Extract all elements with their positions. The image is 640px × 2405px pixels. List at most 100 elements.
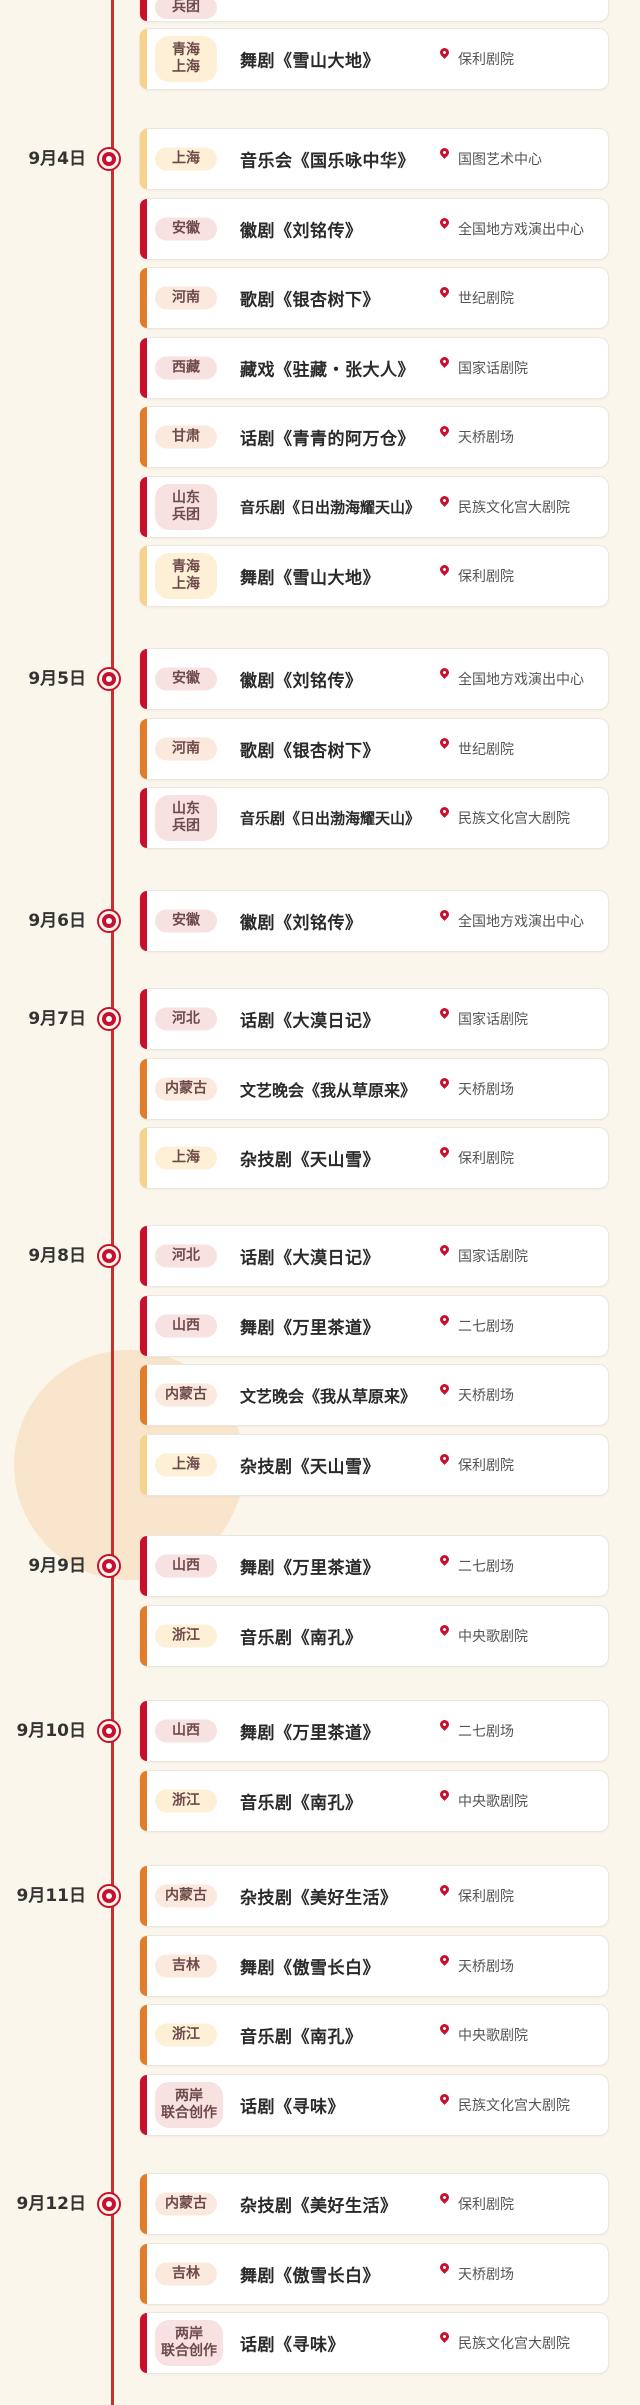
venue-text: 保利剧院 <box>458 1458 514 1474</box>
region-line: 两岸 <box>175 2088 203 2104</box>
venue: 国家话剧院 <box>438 1006 528 1029</box>
region-tag: 山东兵团 <box>155 484 217 530</box>
region-tag: 吉林 <box>155 1954 217 1978</box>
event-card[interactable]: 吉林舞剧《傲雪长白》天桥剧场 <box>139 1935 609 1997</box>
event-card[interactable]: 青海 上海 舞剧《雪山大地》 保利剧院 <box>139 28 609 90</box>
venue-text: 民族文化宫大剧院 <box>458 811 570 827</box>
event-card[interactable]: 河南歌剧《银杏树下》世纪剧院 <box>139 267 609 329</box>
region-line: 两岸 <box>175 2326 203 2342</box>
region-line: 山西 <box>172 1317 200 1334</box>
event-card[interactable]: 安徽徽剧《刘铭传》全国地方戏演出中心 <box>139 890 609 952</box>
event-card[interactable]: 内蒙古杂技剧《美好生活》保利剧院 <box>139 1865 609 1927</box>
event-card[interactable]: 上海杂技剧《天山雪》保利剧院 <box>139 1127 609 1189</box>
venue-text: 民族文化宫大剧院 <box>458 500 570 516</box>
location-pin-icon <box>438 2330 451 2343</box>
location-pin-icon <box>438 1452 451 1465</box>
venue: 国家话剧院 <box>438 1243 528 1266</box>
location-pin-icon <box>438 1243 451 1256</box>
card-accent-bar <box>140 29 147 89</box>
location-pin-icon <box>438 146 451 159</box>
region-tag: 内蒙古 <box>155 2192 217 2216</box>
card-accent-bar <box>140 268 147 328</box>
event-card[interactable]: 甘肃话剧《青青的阿万仓》天桥剧场 <box>139 406 609 468</box>
date-label: 9月12日 <box>16 2194 87 2214</box>
event-card[interactable]: 上海杂技剧《天山雪》保利剧院 <box>139 1434 609 1496</box>
date-label: 9月9日 <box>28 1556 86 1576</box>
event-card[interactable]: 安徽徽剧《刘铭传》全国地方戏演出中心 <box>139 648 609 710</box>
region-line: 内蒙古 <box>165 2195 207 2212</box>
card-accent-bar <box>140 1128 147 1188</box>
show-title: 文艺晚会《我从草原来》 <box>240 1081 417 1100</box>
venue: 保利剧院 <box>438 1145 514 1168</box>
venue-text: 二七剧场 <box>458 1724 514 1740</box>
event-card[interactable]: 青海上海舞剧《雪山大地》保利剧院 <box>139 545 609 607</box>
event-card[interactable]: 安徽徽剧《刘铭传》全国地方戏演出中心 <box>139 198 609 260</box>
venue-text: 中央歌剧院 <box>458 1794 528 1810</box>
location-pin-icon <box>438 1313 451 1326</box>
event-card[interactable]: 上海音乐会《国乐咏中华》国图艺术中心 <box>139 128 609 190</box>
date-label: 9月8日 <box>28 1246 86 1266</box>
event-card[interactable]: 浙江音乐剧《南孔》中央歌剧院 <box>139 1770 609 1832</box>
show-title: 藏戏《驻藏・张大人》 <box>240 360 415 381</box>
venue-text: 国图艺术中心 <box>458 152 542 168</box>
event-card[interactable]: 两岸联合创作话剧《寻味》民族文化宫大剧院 <box>139 2074 609 2136</box>
card-accent-bar <box>140 1771 147 1831</box>
region-line: 安徽 <box>172 670 200 687</box>
event-card[interactable]: 河北话剧《大漠日记》国家话剧院 <box>139 1225 609 1287</box>
location-pin-icon <box>438 2191 451 2204</box>
event-card[interactable]: 吉林舞剧《傲雪长白》天桥剧场 <box>139 2243 609 2305</box>
show-title: 舞剧《万里茶道》 <box>240 1558 380 1579</box>
card-accent-bar <box>140 338 147 398</box>
event-card[interactable]: 兵团 <box>139 0 609 22</box>
venue: 二七剧场 <box>438 1553 514 1576</box>
card-accent-bar <box>140 546 147 606</box>
venue-text: 民族文化宫大剧院 <box>458 2098 570 2114</box>
region-line: 甘肃 <box>172 428 200 445</box>
region-line: 山西 <box>172 1722 200 1739</box>
event-card[interactable]: 山西舞剧《万里茶道》二七剧场 <box>139 1295 609 1357</box>
venue: 国图艺术中心 <box>438 146 542 169</box>
date-label: 9月4日 <box>28 149 86 169</box>
location-pin-icon <box>438 285 451 298</box>
venue: 民族文化宫大剧院 <box>438 494 570 517</box>
region-tag: 吉林 <box>155 2262 217 2286</box>
event-card[interactable]: 内蒙古文艺晚会《我从草原来》天桥剧场 <box>139 1364 609 1426</box>
show-title: 徽剧《刘铭传》 <box>240 221 363 242</box>
event-card[interactable]: 西藏藏戏《驻藏・张大人》国家话剧院 <box>139 337 609 399</box>
region-line: 浙江 <box>172 1627 200 1644</box>
event-card[interactable]: 浙江音乐剧《南孔》中央歌剧院 <box>139 1605 609 1667</box>
venue-text: 保利剧院 <box>458 1151 514 1167</box>
region-tag: 两岸联合创作 <box>155 2082 223 2128</box>
region-line: 青海 <box>172 559 200 575</box>
event-card[interactable]: 浙江音乐剧《南孔》中央歌剧院 <box>139 2004 609 2066</box>
event-card[interactable]: 河南歌剧《银杏树下》世纪剧院 <box>139 718 609 780</box>
venue-text: 国家话剧院 <box>458 361 528 377</box>
region-tag: 河南 <box>155 286 217 310</box>
venue-text: 天桥剧场 <box>458 1388 514 1404</box>
region-tag: 河北 <box>155 1244 217 1268</box>
timeline-dot-icon <box>99 911 119 931</box>
venue: 民族文化宫大剧院 <box>438 2092 570 2115</box>
event-card[interactable]: 内蒙古杂技剧《美好生活》保利剧院 <box>139 2173 609 2235</box>
location-pin-icon <box>438 46 451 59</box>
event-card[interactable]: 山东兵团音乐剧《日出渤海耀天山》民族文化宫大剧院 <box>139 787 609 849</box>
event-card[interactable]: 内蒙古文艺晚会《我从草原来》天桥剧场 <box>139 1058 609 1120</box>
show-title: 舞剧《雪山大地》 <box>240 51 380 72</box>
event-card[interactable]: 山西 舞剧《万里茶道》 二七剧场 <box>139 1535 609 1597</box>
venue-text: 中央歌剧院 <box>458 1629 528 1645</box>
venue: 二七剧场 <box>438 1718 514 1741</box>
location-pin-icon <box>438 216 451 229</box>
region-line: 安徽 <box>172 912 200 929</box>
venue-text: 天桥剧场 <box>458 1082 514 1098</box>
region-line: 山西 <box>172 1557 200 1574</box>
event-card[interactable]: 山西舞剧《万里茶道》二七剧场 <box>139 1700 609 1762</box>
venue: 民族文化宫大剧院 <box>438 2330 570 2353</box>
region-tag: 浙江 <box>155 1789 217 1813</box>
location-pin-icon <box>438 2022 451 2035</box>
event-card[interactable]: 两岸联合创作话剧《寻味》民族文化宫大剧院 <box>139 2312 609 2374</box>
event-card[interactable]: 山东兵团音乐剧《日出渤海耀天山》民族文化宫大剧院 <box>139 476 609 538</box>
region-tag: 山东兵团 <box>155 795 217 841</box>
event-card[interactable]: 河北话剧《大漠日记》国家话剧院 <box>139 988 609 1050</box>
region-line: 兵团 <box>172 818 200 834</box>
